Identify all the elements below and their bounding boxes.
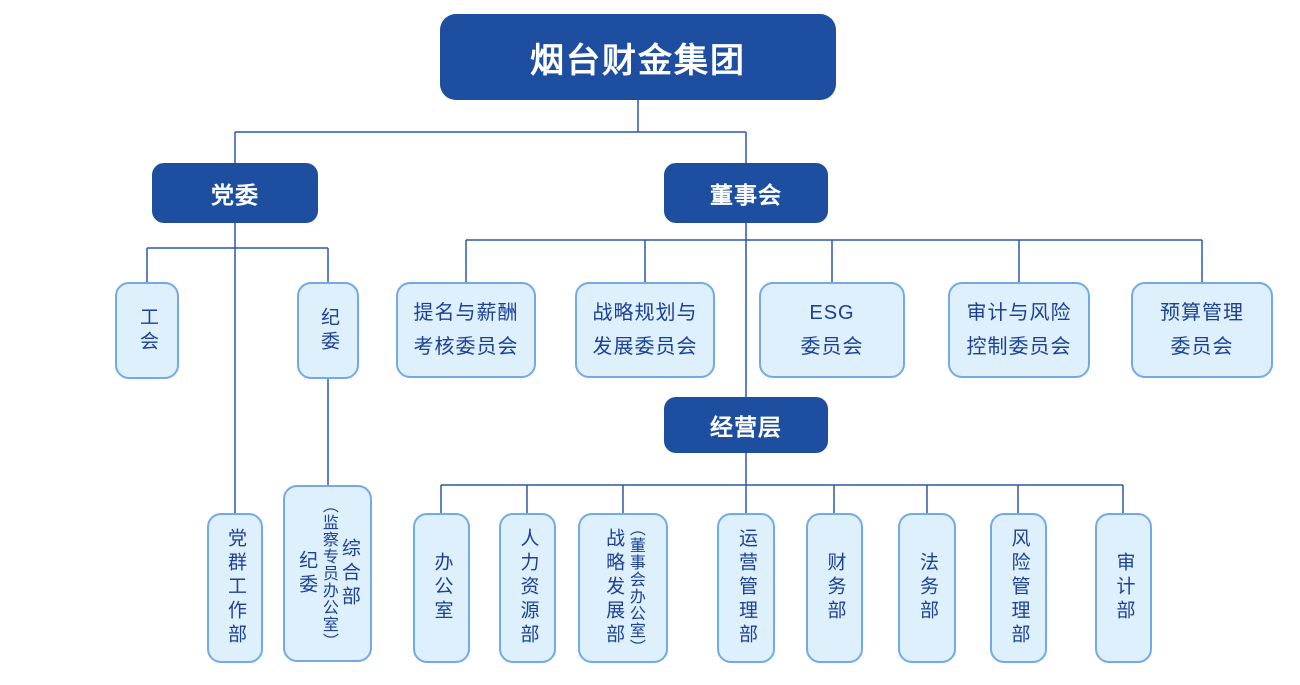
node-management-layer-label: 经营层 bbox=[710, 414, 782, 440]
node-dept-finance: 财务部 bbox=[806, 513, 863, 663]
committee-label-line1: 预算管理 bbox=[1160, 302, 1244, 324]
node-committee-strategy-development: 战略规划与 发展委员会 bbox=[575, 282, 715, 378]
node-dept-discipline-general-office: 纪委 （监察专员办公室） 综合部 bbox=[283, 485, 372, 662]
committee-label-line2: 控制委员会 bbox=[966, 336, 1072, 358]
committee-label-line1: 审计与风险 bbox=[966, 302, 1072, 324]
committee-label-line2: 考核委员会 bbox=[413, 336, 519, 358]
node-dept-party-mass-work-label: 党群工作部 bbox=[224, 528, 246, 648]
node-dept-general-office-label: 办公室 bbox=[431, 552, 453, 624]
node-dept-audit: 审计部 bbox=[1095, 513, 1152, 663]
node-committee-budget-management: 预算管理 委员会 bbox=[1131, 282, 1273, 378]
committee-label-line1: ESG bbox=[809, 302, 855, 324]
committee-label-line2: 委员会 bbox=[1170, 336, 1234, 358]
node-party-committee-label: 党委 bbox=[211, 182, 259, 208]
node-dept-legal-label: 法务部 bbox=[916, 552, 938, 624]
node-dept-finance-label: 财务部 bbox=[824, 552, 846, 624]
node-dept-human-resources: 人力资源部 bbox=[499, 513, 556, 663]
dept-label-col-board-office: （董事会办公室） bbox=[626, 520, 644, 656]
node-dept-strategy-development: 战略发展部 （董事会办公室） bbox=[578, 513, 668, 663]
node-dept-operations-management: 运营管理部 bbox=[717, 513, 775, 663]
node-dept-legal: 法务部 bbox=[898, 513, 956, 663]
node-labor-union-label: 工会 bbox=[136, 306, 158, 355]
node-dept-human-resources-label: 人力资源部 bbox=[517, 528, 539, 648]
node-committee-esg: ESG 委员会 bbox=[759, 282, 905, 378]
node-labor-union: 工会 bbox=[115, 282, 179, 379]
node-dept-audit-label: 审计部 bbox=[1113, 552, 1135, 624]
node-dept-risk-management-label: 风险管理部 bbox=[1008, 528, 1030, 648]
node-party-committee: 党委 bbox=[152, 163, 318, 223]
node-dept-party-mass-work: 党群工作部 bbox=[207, 513, 263, 663]
node-dept-operations-management-label: 运营管理部 bbox=[735, 528, 757, 648]
node-committee-nomination-remuneration: 提名与薪酬 考核委员会 bbox=[396, 282, 536, 378]
node-group-root-label: 烟台财金集团 bbox=[530, 41, 746, 80]
dept-label-col-supervisory-office: （监察专员办公室） bbox=[319, 497, 337, 650]
committee-label-line2: 发展委员会 bbox=[592, 336, 698, 358]
committee-label-line1: 战略规划与 bbox=[592, 302, 698, 324]
node-dept-risk-management: 风险管理部 bbox=[990, 513, 1047, 663]
node-discipline-committee-label: 纪委 bbox=[317, 306, 339, 355]
node-discipline-committee: 纪委 bbox=[297, 282, 359, 379]
node-group-root: 烟台财金集团 bbox=[440, 14, 836, 100]
dept-label-col-general: 综合部 bbox=[338, 537, 360, 610]
node-board-of-directors: 董事会 bbox=[664, 163, 828, 223]
dept-label-col-strategy: 战略发展部 bbox=[603, 528, 625, 648]
committee-label-line2: 委员会 bbox=[800, 336, 864, 358]
node-committee-audit-risk-control: 审计与风险 控制委员会 bbox=[948, 282, 1090, 378]
node-dept-general-office: 办公室 bbox=[413, 513, 470, 663]
dept-label-col-jiwei: 纪委 bbox=[296, 549, 318, 598]
node-board-of-directors-label: 董事会 bbox=[710, 182, 782, 208]
node-management-layer: 经营层 bbox=[664, 397, 828, 453]
committee-label-line1: 提名与薪酬 bbox=[413, 302, 519, 324]
